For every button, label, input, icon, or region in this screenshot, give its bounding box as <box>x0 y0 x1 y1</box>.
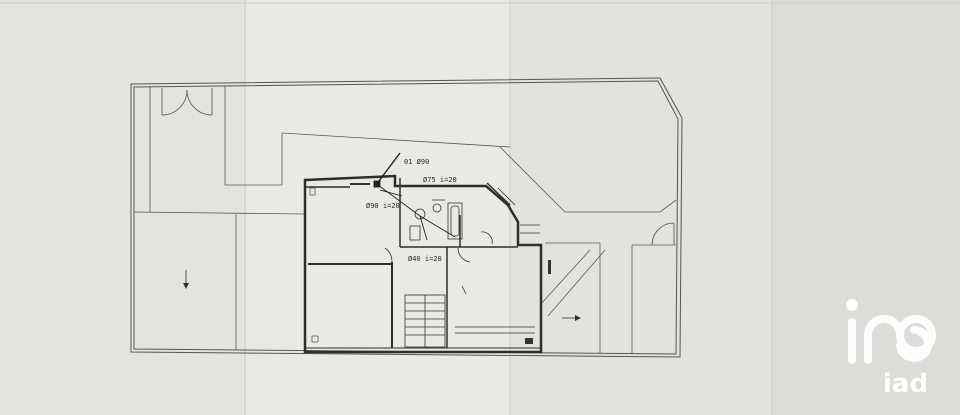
annotation-pipe-d40: Ø40 i=20 <box>408 255 442 263</box>
door-arc <box>384 247 393 263</box>
terrace-edge <box>133 211 306 215</box>
bathtub <box>447 202 463 240</box>
annotation-pipe-d75: Ø75 i=20 <box>423 176 457 184</box>
side-door <box>651 222 675 246</box>
arrow-marker <box>183 283 189 289</box>
interior-fixtures <box>350 182 540 348</box>
annotation-pipe-d1: 01 Ø90 <box>404 158 429 166</box>
pipe-main <box>375 152 401 186</box>
markers <box>183 187 581 344</box>
pipe-annotations: 01 Ø90 Ø75 i=20 Ø90 i=20 Ø40 i=20 <box>366 158 457 263</box>
iad-watermark: iad <box>846 299 937 399</box>
watermark-brand: iad <box>883 369 928 399</box>
arrow-marker <box>548 260 551 274</box>
pipe-runs <box>373 152 456 241</box>
plot-outline <box>130 77 683 358</box>
entrance-door <box>161 88 213 116</box>
terrace-lines <box>133 86 677 353</box>
house-walls <box>303 174 543 354</box>
manhole-box <box>373 180 381 188</box>
arrow-marker <box>575 315 581 321</box>
washbasin <box>414 208 426 220</box>
annotation-pipe-d90: Ø90 i=20 <box>366 202 400 210</box>
iad-logo-icon <box>848 315 937 364</box>
iad-logo-dot <box>846 299 858 311</box>
toilet <box>409 225 421 241</box>
